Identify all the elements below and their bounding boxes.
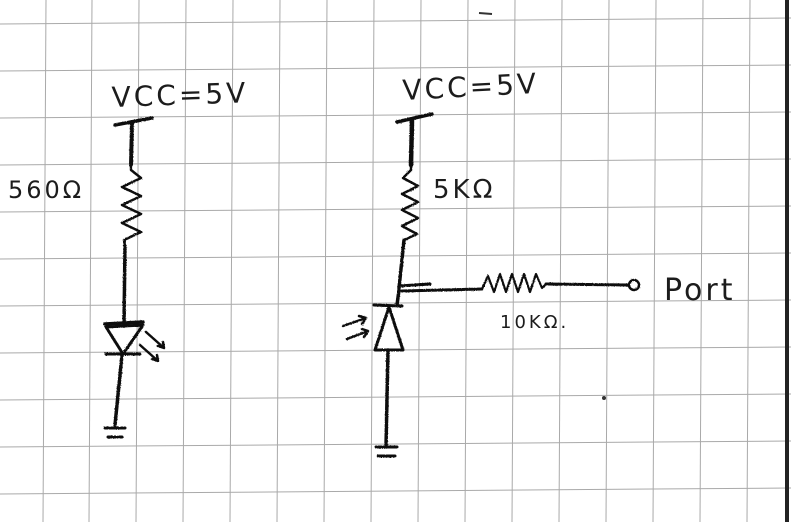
- right-supply-wire: [408, 117, 415, 168]
- led-arrow-1: [144, 330, 166, 350]
- led-bar: [103, 320, 145, 326]
- pullup-resistor-zigzag: [400, 163, 420, 242]
- photo-arrow-2: [345, 327, 370, 341]
- diode-lead-top: [395, 288, 401, 307]
- junction-wire: [397, 282, 484, 293]
- stray-dot: [602, 396, 606, 400]
- photo-arrow-1: [341, 314, 368, 328]
- right-wire-mid: [397, 238, 406, 290]
- port-label: Port: [664, 273, 735, 308]
- led-arrow-2: [138, 343, 160, 363]
- series-resistor-label: 10KΩ.: [500, 312, 569, 333]
- port-terminal: [627, 278, 641, 292]
- right-supply-label: VCC=5V: [402, 67, 540, 107]
- left-wire-bottom: [113, 353, 124, 427]
- diode-cathode-bar: [372, 303, 404, 308]
- left-resistor-zigzag: [120, 163, 143, 248]
- right-supply-bar: [395, 112, 434, 124]
- right-wire-bottom: [384, 348, 390, 449]
- left-supply-wire: [129, 120, 134, 167]
- diode-triangle: [373, 305, 405, 352]
- led-triangle: [104, 323, 145, 356]
- sensor-circuit: [341, 112, 641, 458]
- left-wire-mid: [122, 244, 127, 326]
- stray-mark-top: [478, 12, 493, 15]
- left-resistor-label: 560Ω: [8, 176, 84, 204]
- pullup-resistor-label: 5KΩ: [433, 175, 495, 205]
- led-circuit: [103, 116, 166, 439]
- port-wire: [544, 282, 630, 287]
- left-supply-label: VCC=5V: [111, 76, 249, 114]
- series-resistor-zigzag: [480, 272, 548, 294]
